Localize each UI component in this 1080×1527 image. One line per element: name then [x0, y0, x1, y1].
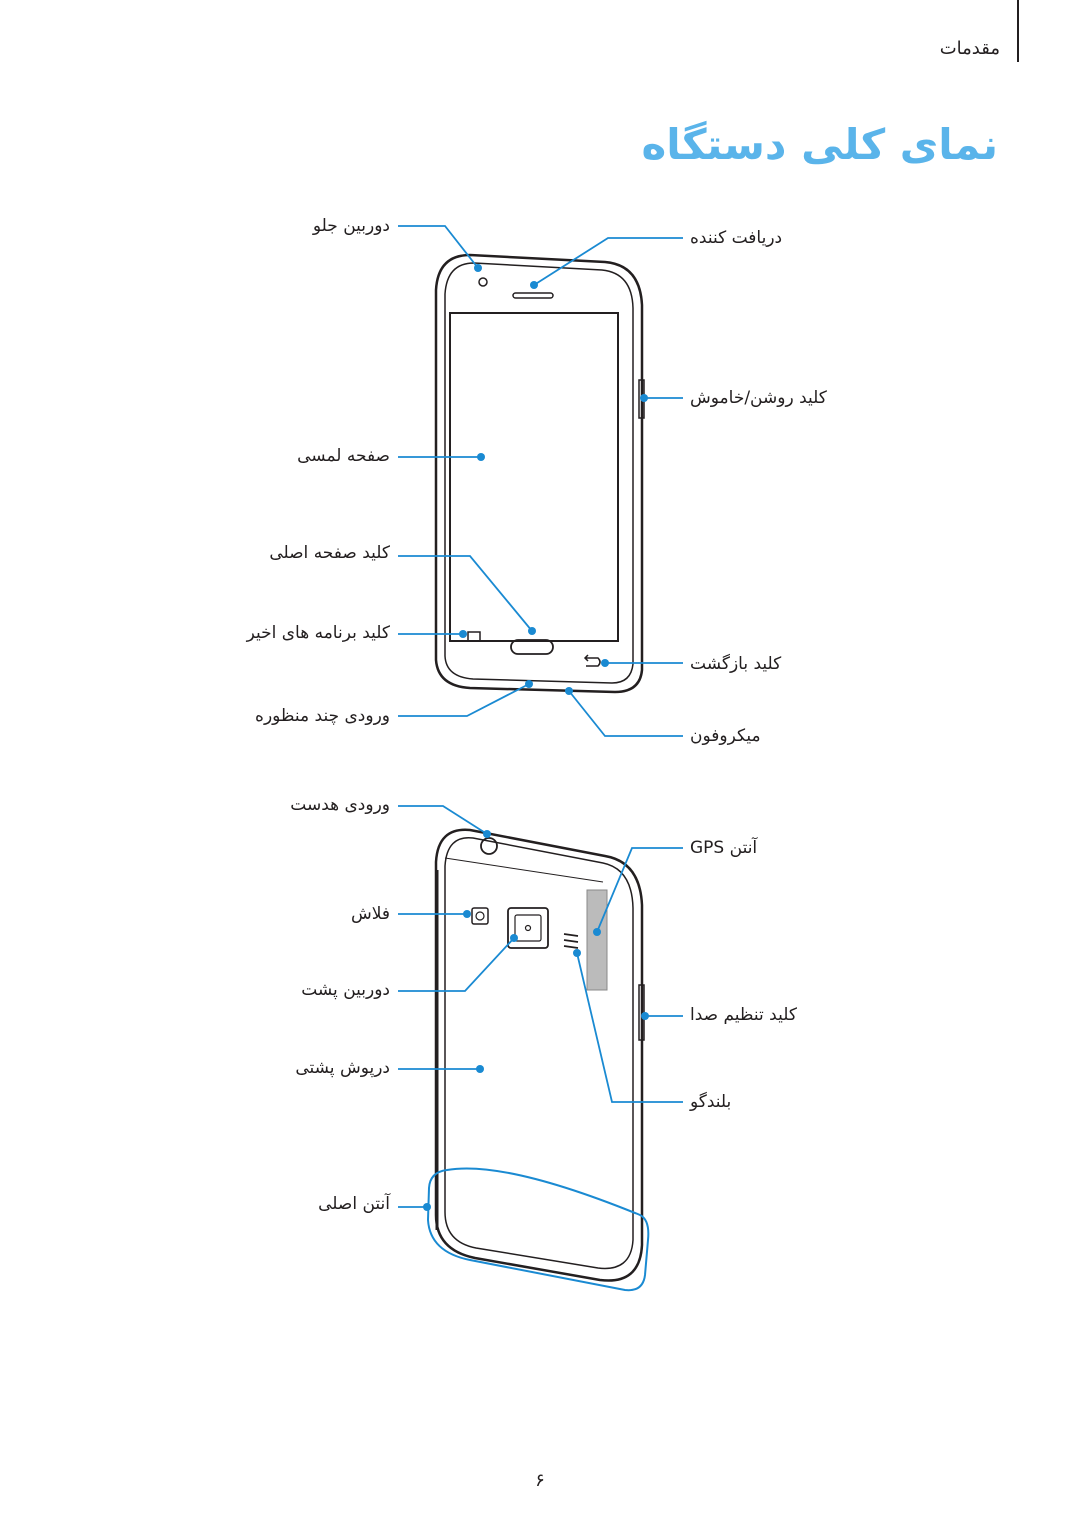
label-flash: فلاش [350, 904, 390, 924]
label-power-key: کلید روشن/خاموش [690, 388, 827, 408]
leader-earpiece [533, 237, 683, 286]
leader-gps-antenna [596, 847, 683, 933]
back-phone-illustration [434, 828, 645, 1282]
dot-power-key [640, 394, 648, 402]
back-key-icon [583, 654, 601, 667]
callout-dots [423, 264, 649, 1211]
label-main-antenna: آنتن اصلی [318, 1194, 390, 1214]
leader-rear-camera [398, 937, 515, 992]
dot-gps-antenna [593, 928, 601, 936]
label-earpiece: دریافت کننده [690, 228, 783, 248]
speaker-grill [563, 933, 579, 937]
dot-front-camera [474, 264, 482, 272]
section-label: مقدمات [939, 38, 1000, 59]
label-speaker: بلندگو [690, 1092, 732, 1112]
label-gps-antenna: آنتن GPS [690, 838, 758, 858]
label-microphone: میکروفون [690, 726, 761, 746]
gps-antenna-area [586, 889, 608, 991]
page-title: نمای کلی دستگاه [641, 120, 999, 169]
dot-main-antenna [423, 1203, 431, 1211]
leader-headset-jack [398, 805, 488, 835]
front-camera-lens [478, 277, 488, 287]
leader-multipurpose-jack [398, 683, 530, 717]
dot-recent-apps-key [459, 630, 467, 638]
dot-back-cover [476, 1065, 484, 1073]
page-number: ۶ [535, 1470, 545, 1491]
label-touchscreen: صفحه لمسی [297, 446, 390, 466]
rear-camera-lens [524, 924, 532, 932]
label-rear-camera: دوربین پشت [301, 980, 390, 1000]
label-back-key: کلید بازگشت [690, 654, 782, 674]
dot-home-key [528, 627, 536, 635]
leader-home-key [398, 555, 533, 632]
dot-microphone [565, 687, 573, 695]
label-recent-apps-key: کلید برنامه های اخیر [246, 623, 390, 643]
header-divider [1017, 0, 1019, 62]
front-screen [449, 312, 619, 642]
dot-multipurpose-jack [525, 680, 533, 688]
dot-volume-key [641, 1012, 649, 1020]
leader-lines [398, 225, 683, 1292]
earpiece-grill [512, 292, 554, 299]
dot-touchscreen [477, 453, 485, 461]
label-multipurpose-jack: ورودی چند منظوره [255, 706, 390, 726]
leader-microphone [568, 690, 683, 737]
dot-rear-camera [510, 934, 518, 942]
label-home-key: کلید صفحه اصلی [269, 543, 390, 563]
headset-jack [480, 837, 498, 855]
label-back-cover: درپوش پشتی [295, 1058, 390, 1078]
front-phone-illustration [434, 253, 645, 694]
label-volume-key: کلید تنظیم صدا [690, 1005, 797, 1025]
leader-speaker [576, 952, 683, 1103]
label-front-camera: دوربین جلو [312, 216, 390, 236]
dot-headset-jack [483, 830, 491, 838]
label-headset-jack: ورودی هدست [290, 795, 390, 815]
flash-housing [471, 907, 489, 925]
leader-front-camera [398, 225, 479, 269]
flash-lens [475, 911, 485, 921]
dot-speaker [573, 949, 581, 957]
main-antenna-outline [426, 1167, 650, 1292]
rear-camera-housing [507, 907, 549, 949]
dot-back-key [601, 659, 609, 667]
home-button [510, 639, 554, 655]
recent-apps-key-icon [467, 631, 481, 642]
dot-earpiece [530, 281, 538, 289]
dot-flash [463, 910, 471, 918]
